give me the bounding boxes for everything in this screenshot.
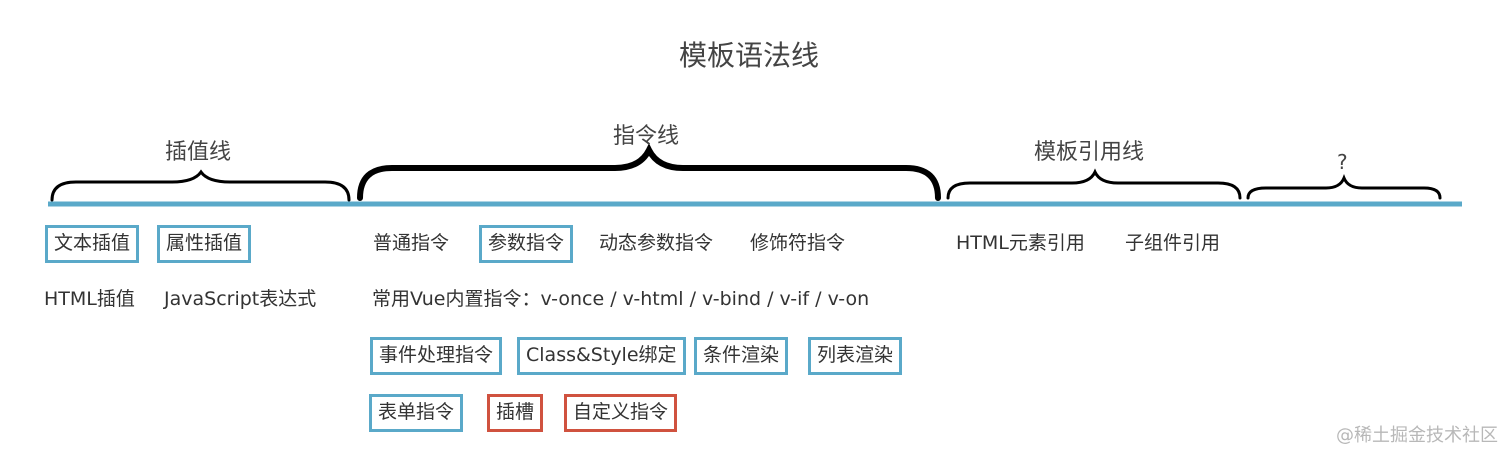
node-js-expression: JavaScript表达式 — [164, 288, 317, 310]
node-custom-directive: 自定义指令 — [564, 394, 678, 432]
node-attr-interpolation: 属性插值 — [157, 225, 252, 263]
diagram-title: 模板语法线 — [679, 39, 820, 72]
group-label-interpolation: 插值线 — [165, 140, 232, 165]
brace-unknown — [1246, 173, 1442, 200]
node-slot: 插槽 — [487, 394, 544, 432]
node-param-directive: 参数指令 — [479, 225, 574, 263]
node-event-directive: 事件处理指令 — [370, 337, 503, 375]
node-class-style-binding: Class&Style绑定 — [517, 337, 686, 375]
group-label-directive: 指令线 — [613, 124, 680, 149]
node-html-element-ref: HTML元素引用 — [956, 232, 1085, 254]
node-list-rendering: 列表渲染 — [808, 337, 903, 375]
node-conditional-rendering: 条件渲染 — [694, 337, 789, 375]
node-child-component-ref: 子组件引用 — [1125, 232, 1221, 254]
node-text-interpolation: 文本插值 — [45, 225, 140, 263]
node-dynamic-directive: 动态参数指令 — [599, 232, 714, 254]
node-modifier-directive: 修饰符指令 — [750, 232, 846, 254]
watermark: @稀土掘金技术社区 — [1336, 425, 1498, 446]
node-normal-directive: 普通指令 — [373, 232, 450, 254]
group-label-template-ref: 模板引用线 — [1034, 140, 1145, 165]
node-html-interpolation: HTML插值 — [44, 288, 135, 310]
group-label-unknown: ? — [1337, 150, 1348, 174]
node-builtin-directives: 常用Vue内置指令：v-once / v-html / v-bind / v-i… — [372, 288, 870, 310]
brace-template-ref — [946, 168, 1242, 200]
node-form-directive: 表单指令 — [369, 394, 464, 432]
brace-directive — [357, 143, 941, 201]
brace-interpolation — [50, 169, 351, 202]
